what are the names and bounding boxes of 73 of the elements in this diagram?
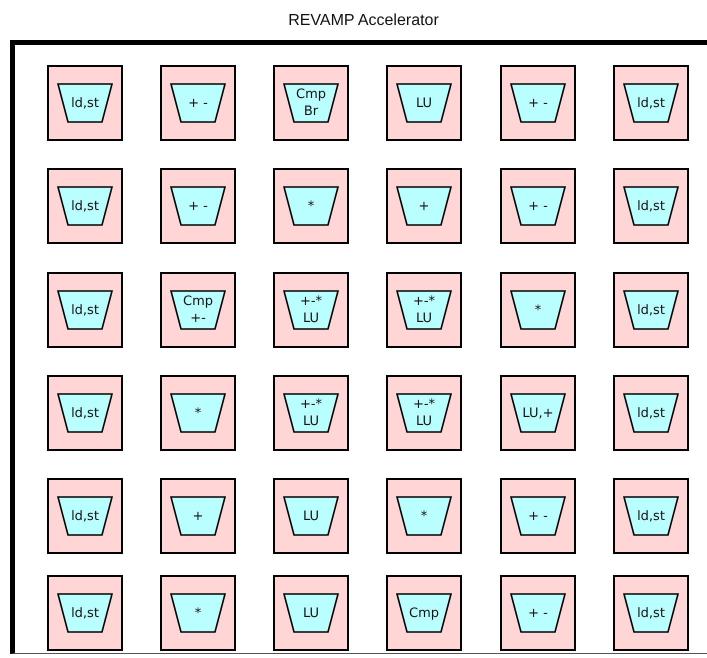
unit-tile — [47, 65, 123, 141]
unit-tile — [160, 168, 236, 244]
unit-tile — [273, 272, 349, 348]
unit-tile — [386, 478, 462, 554]
alu-trapezoid: LU,+ — [510, 393, 566, 433]
unit-tile — [500, 575, 576, 651]
unit-tile — [273, 168, 349, 244]
unit-tile — [386, 65, 462, 141]
alu-trapezoid: * — [170, 393, 226, 433]
alu-trapezoid: LU — [283, 496, 339, 536]
unit-tile — [500, 375, 576, 451]
alu-trapezoid: LU — [396, 83, 452, 123]
alu-trapezoid: ld,st — [57, 496, 113, 536]
alu-trapezoid: + - — [510, 593, 566, 633]
unit-tile — [500, 272, 576, 348]
unit-tile — [273, 575, 349, 651]
unit-tile — [273, 478, 349, 554]
alu-trapezoid: + - — [510, 496, 566, 536]
alu-trapezoid: ld,st — [57, 83, 113, 123]
alu-trapezoid: Cmp +- — [170, 290, 226, 330]
unit-tile — [273, 65, 349, 141]
alu-trapezoid: +-* LU — [283, 393, 339, 433]
unit-tile — [47, 575, 123, 651]
unit-tile — [500, 65, 576, 141]
alu-trapezoid: ld,st — [57, 593, 113, 633]
unit-tile — [160, 65, 236, 141]
alu-trapezoid: + - — [170, 186, 226, 226]
alu-trapezoid: + - — [510, 186, 566, 226]
alu-trapezoid: ld,st — [623, 186, 679, 226]
alu-trapezoid: ld,st — [623, 593, 679, 633]
unit-tile — [386, 168, 462, 244]
unit-tile — [47, 272, 123, 348]
alu-trapezoid: + — [170, 496, 226, 536]
unit-tile — [47, 168, 123, 244]
unit-tile — [613, 575, 689, 651]
alu-trapezoid: ld,st — [623, 393, 679, 433]
alu-trapezoid: ld,st — [623, 290, 679, 330]
unit-tile — [273, 375, 349, 451]
alu-trapezoid: ld,st — [57, 393, 113, 433]
unit-tile — [386, 272, 462, 348]
unit-tile — [160, 478, 236, 554]
unit-tile — [500, 168, 576, 244]
unit-tile — [613, 65, 689, 141]
unit-tile — [386, 375, 462, 451]
unit-tile — [160, 575, 236, 651]
alu-trapezoid: ld,st — [623, 83, 679, 123]
alu-trapezoid: +-* LU — [283, 290, 339, 330]
alu-trapezoid: ld,st — [57, 290, 113, 330]
alu-trapezoid: Cmp Br — [283, 83, 339, 123]
unit-tile — [613, 272, 689, 348]
alu-trapezoid: + - — [510, 83, 566, 123]
alu-trapezoid: * — [510, 290, 566, 330]
alu-trapezoid: * — [170, 593, 226, 633]
unit-tile — [47, 478, 123, 554]
unit-tile — [613, 375, 689, 451]
alu-trapezoid: ld,st — [623, 496, 679, 536]
alu-trapezoid: * — [396, 496, 452, 536]
alu-trapezoid: +-* LU — [396, 393, 452, 433]
unit-tile — [613, 478, 689, 554]
alu-trapezoid: + - — [170, 83, 226, 123]
alu-trapezoid: ld,st — [57, 186, 113, 226]
unit-tile — [613, 168, 689, 244]
frame-title: REVAMP Accelerator — [287, 12, 440, 30]
alu-trapezoid: + — [396, 186, 452, 226]
alu-trapezoid: * — [283, 186, 339, 226]
unit-tile — [500, 478, 576, 554]
alu-trapezoid: LU — [283, 593, 339, 633]
alu-trapezoid: Cmp — [396, 593, 452, 633]
alu-trapezoid: +-* LU — [396, 290, 452, 330]
unit-tile — [160, 375, 236, 451]
unit-tile — [386, 575, 462, 651]
unit-tile — [47, 375, 123, 451]
unit-tile — [160, 272, 236, 348]
